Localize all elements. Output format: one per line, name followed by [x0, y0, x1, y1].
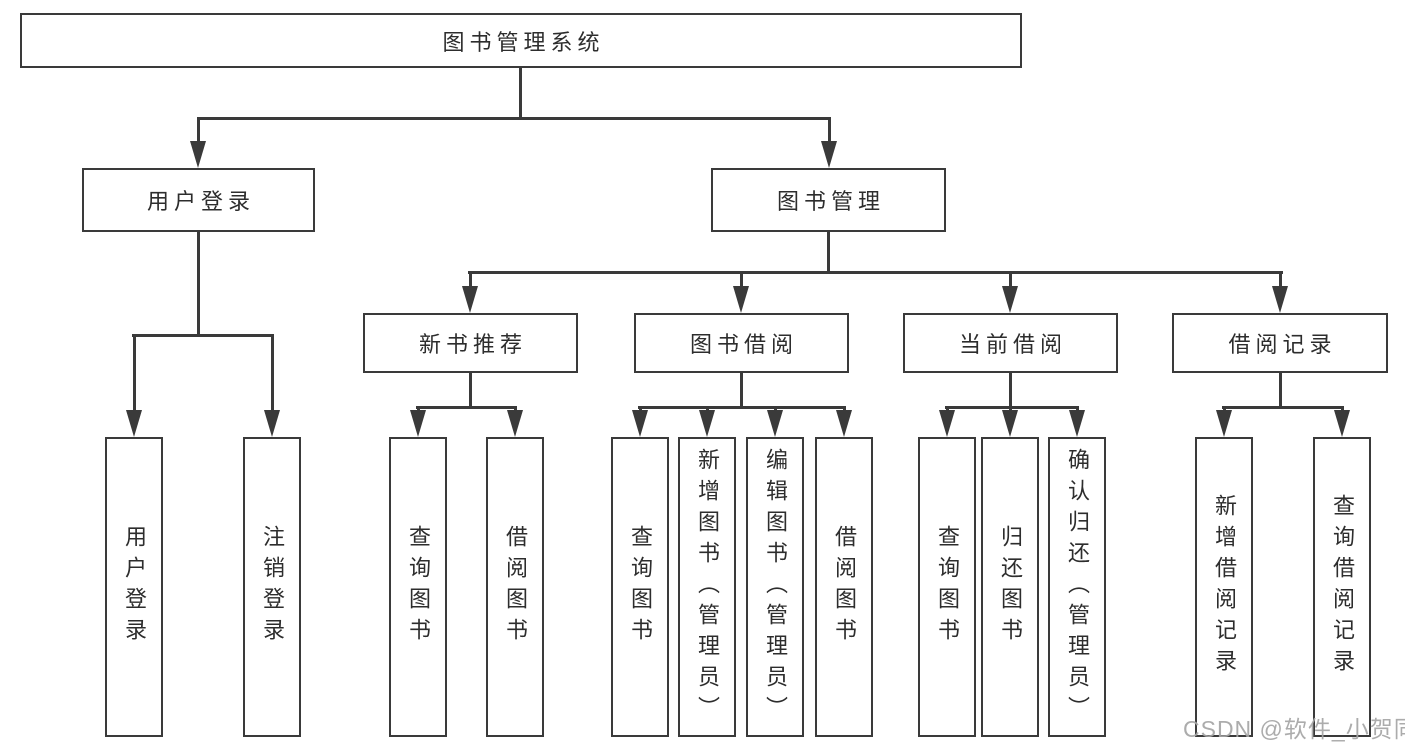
connector-line [197, 117, 831, 120]
connector-line [133, 334, 136, 412]
connector-line [1279, 271, 1282, 289]
node-user-login: 用户登录 [82, 168, 315, 232]
connector-line [197, 117, 200, 143]
connector-line [1076, 406, 1079, 413]
node-new-book-recommend: 新书推荐 [363, 313, 578, 373]
connector-line [638, 406, 846, 409]
arrowhead-down [462, 286, 478, 313]
node-borrowing-records: 借阅记录 [1172, 313, 1388, 373]
leaf-bw-borrow-books: 借阅图书 [815, 437, 873, 737]
connector-line [416, 406, 517, 409]
arrowhead-down [1216, 410, 1232, 437]
connector-line [132, 334, 274, 337]
connector-line [468, 271, 1283, 274]
connector-line [469, 271, 472, 289]
node-library-management-system: 图书管理系统 [20, 13, 1022, 68]
connector-line [740, 373, 743, 408]
node-book-borrowing: 图书借阅 [634, 313, 849, 373]
connector-line [514, 406, 517, 413]
connector-line [197, 232, 200, 336]
connector-line [946, 406, 949, 413]
connector-line [827, 232, 830, 273]
connector-line [1222, 406, 1344, 409]
arrowhead-down [1069, 410, 1085, 437]
connector-line [1279, 373, 1282, 408]
leaf-bw-edit-books-admin: 编辑图书（管理员） [746, 437, 804, 737]
leaf-cb-query-books: 查询图书 [918, 437, 976, 737]
connector-line [1223, 406, 1226, 413]
connector-line [1009, 373, 1012, 408]
arrowhead-down [821, 141, 837, 168]
arrowhead-down [1002, 410, 1018, 437]
connector-line [843, 406, 846, 413]
arrowhead-down [190, 141, 206, 168]
connector-line [417, 406, 420, 413]
arrowhead-down [126, 410, 142, 437]
arrowhead-down [836, 410, 852, 437]
arrowhead-down [767, 410, 783, 437]
arrowhead-down [1272, 286, 1288, 313]
connector-line [740, 271, 743, 289]
connector-line [469, 373, 472, 408]
connector-line [519, 68, 522, 119]
connector-line [706, 406, 709, 413]
connector-line [271, 334, 274, 412]
leaf-nb-query-books: 查询图书 [389, 437, 447, 737]
arrowhead-down [632, 410, 648, 437]
connector-line [1341, 406, 1344, 413]
leaf-rec-query-borrow-record: 查询借阅记录 [1313, 437, 1371, 737]
leaf-logout-login: 注销登录 [243, 437, 301, 737]
arrowhead-down [1002, 286, 1018, 313]
leaf-cb-confirm-return-admin: 确认归还（管理员） [1048, 437, 1106, 737]
leaf-nb-borrow-books: 借阅图书 [486, 437, 544, 737]
connector-line [828, 117, 831, 143]
arrowhead-down [507, 410, 523, 437]
connector-line [1009, 271, 1012, 289]
leaf-rec-add-borrow-record: 新增借阅记录 [1195, 437, 1253, 737]
connector-line [639, 406, 642, 413]
arrowhead-down [699, 410, 715, 437]
leaf-cb-return-books: 归还图书 [981, 437, 1039, 737]
arrowhead-down [733, 286, 749, 313]
arrowhead-down [1334, 410, 1350, 437]
arrowhead-down [410, 410, 426, 437]
node-book-management: 图书管理 [711, 168, 946, 232]
csdn-watermark: CSDN @软件_小贺同学 [1183, 716, 1405, 742]
connector-line [1009, 406, 1012, 413]
leaf-bw-add-books-admin: 新增图书（管理员） [678, 437, 736, 737]
leaf-bw-query-books: 查询图书 [611, 437, 669, 737]
node-current-borrowing: 当前借阅 [903, 313, 1118, 373]
connector-line [945, 406, 1079, 409]
arrowhead-down [939, 410, 955, 437]
arrowhead-down [264, 410, 280, 437]
leaf-user-login: 用户登录 [105, 437, 163, 737]
connector-line [774, 406, 777, 413]
